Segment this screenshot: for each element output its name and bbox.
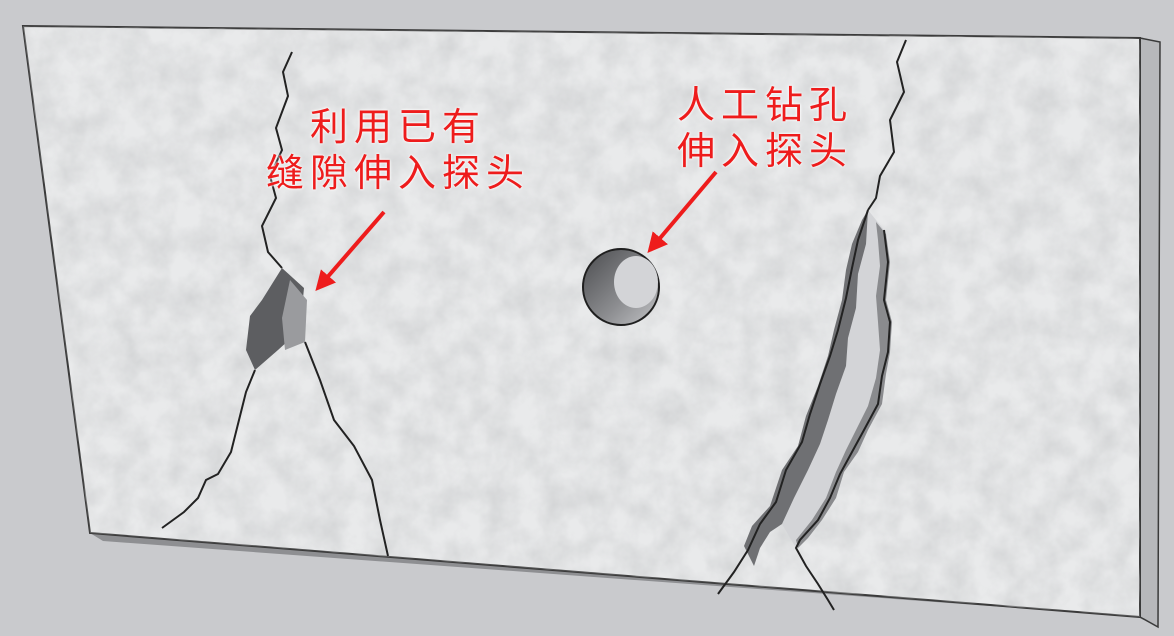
drilled-hole-label-line2: 伸入探头	[676, 129, 853, 173]
drilled-hole-label-line1: 人工钻孔	[676, 83, 853, 127]
drilled-hole-back	[614, 256, 658, 308]
left-crack-upper	[260, 51, 293, 269]
arrow-to-crack	[315, 210, 386, 292]
drilled-hole-label: 人工钻孔 伸入探头	[650, 82, 880, 174]
existing-crack-label-line2: 缝隙伸入探头	[265, 151, 530, 195]
right-crack-shadow-right	[796, 222, 892, 548]
arrow-to-hole	[647, 170, 718, 254]
right-crack-opening	[782, 210, 890, 548]
existing-crack-label: 利用已有 缝隙伸入探头	[238, 104, 558, 196]
right-crack-upper	[867, 39, 907, 211]
existing-crack-label-line1: 利用已有	[309, 105, 486, 149]
left-crack-lower-left	[161, 369, 256, 529]
wall-side-edge	[1139, 37, 1161, 629]
left-crack-lower-right	[304, 341, 389, 557]
right-crack-right-edge	[794, 229, 892, 611]
right-crack-left-edge	[717, 209, 869, 595]
left-crack-inner-face	[282, 280, 307, 350]
wall-texture	[23, 26, 1140, 617]
